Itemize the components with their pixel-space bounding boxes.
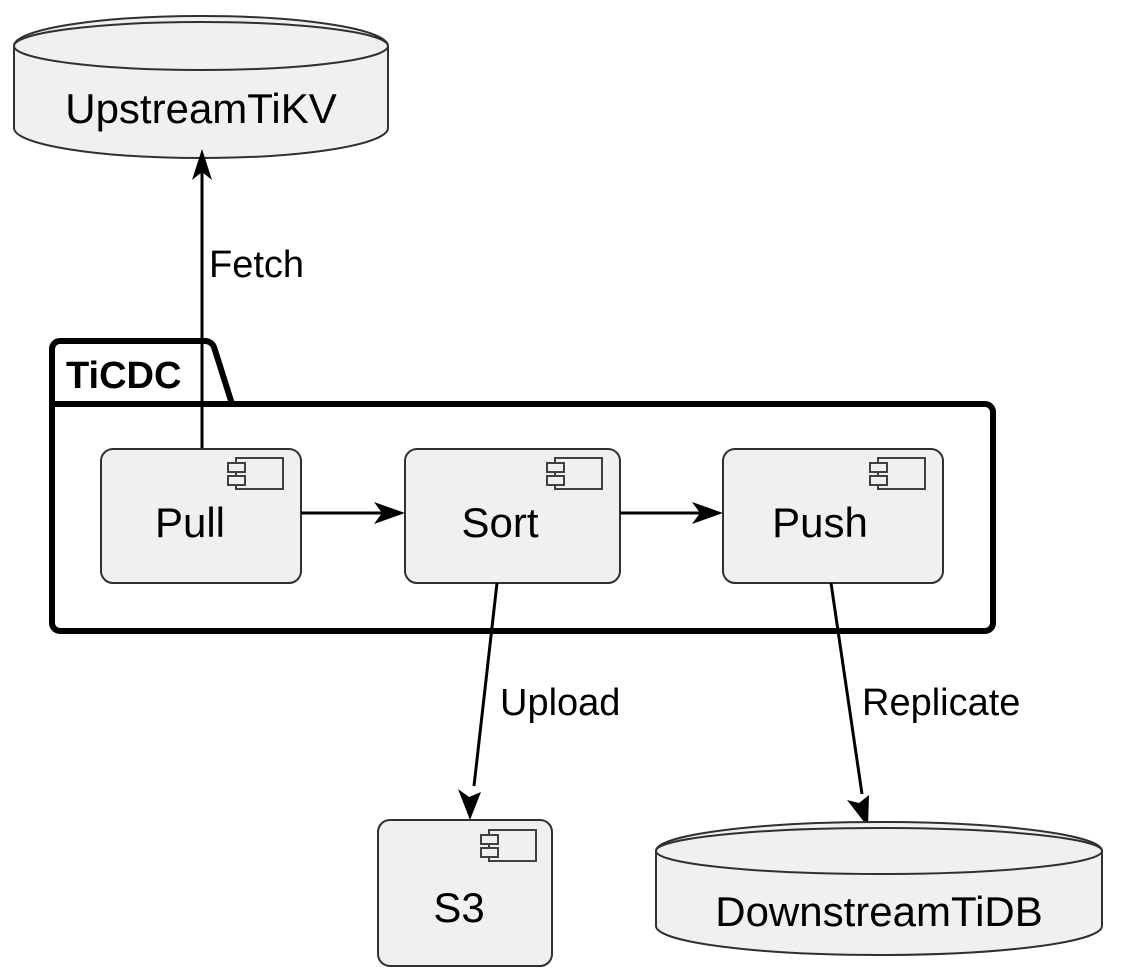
frame-ticdc-body (49, 401, 996, 634)
edge-sort-to-push-arrowhead (692, 502, 723, 524)
frame-ticdc[interactable]: TiCDC (49, 338, 996, 634)
frame-ticdc-label: TiCDC (66, 355, 181, 397)
node-pull-label: Pull (155, 499, 225, 546)
frame-ticdc-tab (49, 338, 235, 407)
node-s3-label: S3 (433, 884, 484, 931)
component-icon (480, 829, 537, 862)
node-downstream-tidb-label: DownstreamTiDB (715, 888, 1043, 935)
node-push-label: Push (772, 499, 868, 546)
edge-upload-line (472, 582, 499, 787)
node-sort-label: Sort (461, 499, 538, 546)
edge-replicate-line (829, 582, 864, 795)
node-sort[interactable]: Sort (404, 448, 621, 584)
cylinder-top (13, 21, 389, 71)
cylinder-top (655, 827, 1103, 875)
component-icon (227, 457, 284, 490)
edge-replicate[interactable]: Replicate (829, 582, 1020, 827)
edge-upload-arrowhead (458, 789, 481, 820)
edge-upload-label: Upload (500, 682, 620, 724)
edge-sort-to-push[interactable] (620, 502, 723, 524)
edge-pull-to-sort[interactable] (301, 502, 405, 524)
edge-replicate-label: Replicate (862, 682, 1020, 724)
edge-fetch[interactable]: Fetch (192, 149, 304, 470)
node-s3[interactable]: S3 (377, 819, 553, 967)
edge-upload[interactable]: Upload (458, 582, 620, 820)
node-push[interactable]: Push (722, 448, 944, 584)
component-icon (546, 457, 603, 490)
node-pull[interactable]: Pull (100, 448, 302, 584)
node-upstream-tikv[interactable]: UpstreamTiKV (13, 15, 389, 159)
node-upstream-tikv-label: UpstreamTiKV (65, 85, 337, 132)
edge-replicate-arrowhead (847, 795, 869, 827)
component-icon (869, 457, 926, 490)
edge-fetch-label: Fetch (209, 244, 304, 286)
node-downstream-tidb[interactable]: DownstreamTiDB (655, 821, 1103, 956)
edge-pull-to-sort-arrowhead (374, 502, 405, 524)
edge-fetch-arrowhead (192, 149, 212, 180)
